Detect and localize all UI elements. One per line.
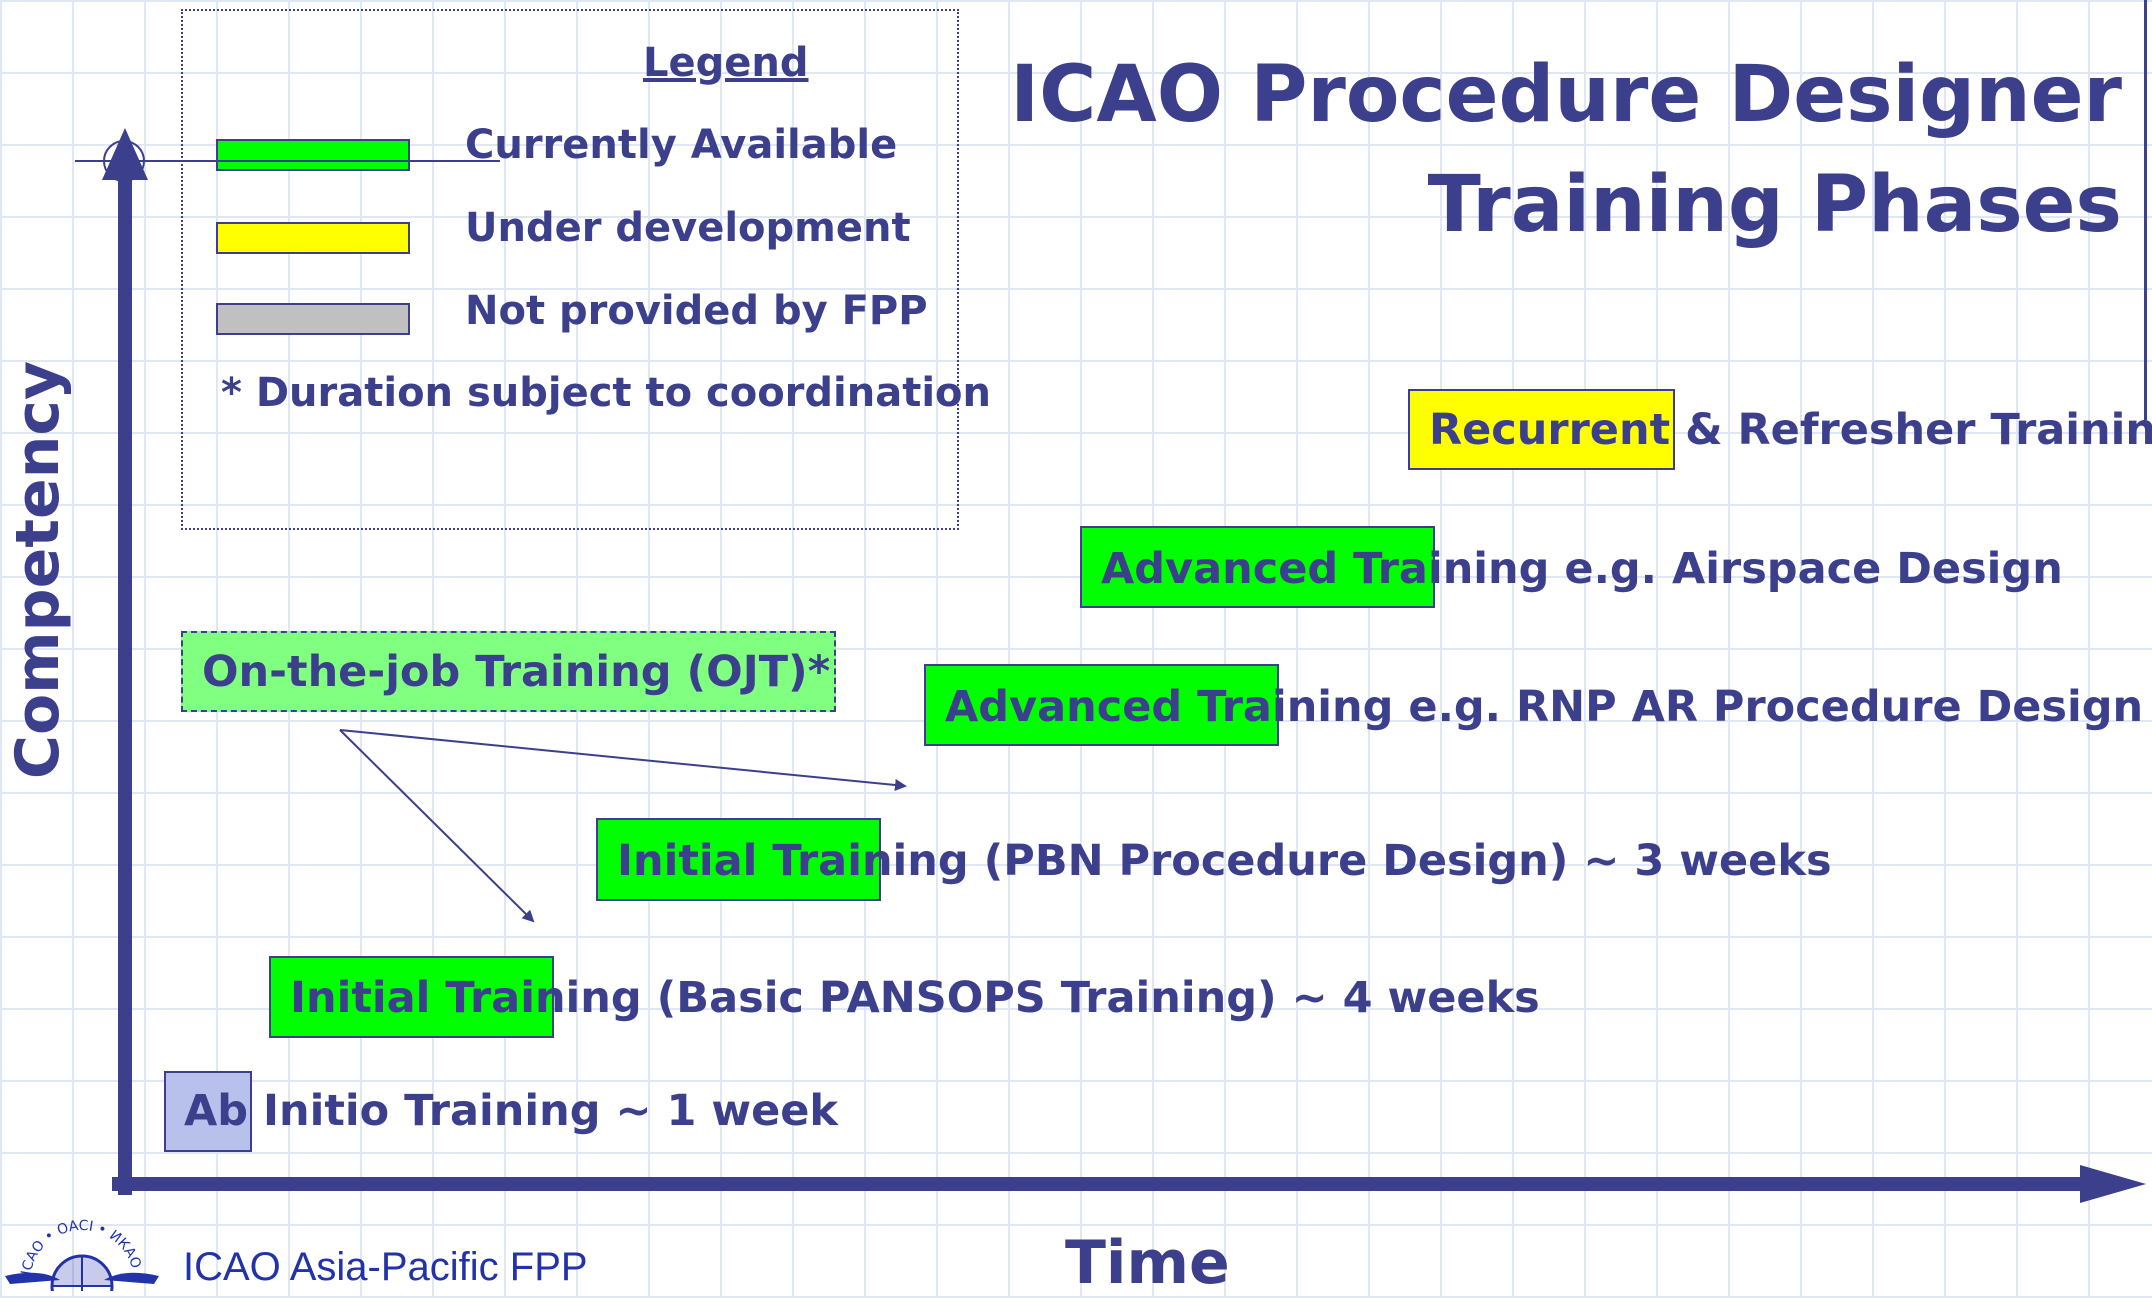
legend-box bbox=[181, 9, 959, 530]
legend-label-under-development: Under development bbox=[465, 205, 911, 251]
legend-swatch-under-development bbox=[216, 222, 410, 254]
x-axis-label: Time bbox=[1065, 1228, 1230, 1298]
phase-box-initial-basic bbox=[269, 956, 554, 1038]
legend-label-available: Currently Available bbox=[465, 122, 898, 168]
ojt-arrow-initial bbox=[339, 729, 535, 923]
legend-note: * Duration subject to coordination bbox=[221, 370, 991, 416]
phase-label-ab-initio: Ab Initio Training ~ 1 week bbox=[184, 1086, 839, 1136]
legend-title: Legend bbox=[643, 40, 809, 86]
page-title: ICAO Procedure Designer Training Phases bbox=[1010, 40, 2122, 260]
y-axis-arrowhead bbox=[102, 128, 148, 180]
phase-label-advanced-airspace: Advanced Training e.g. Airspace Design bbox=[1101, 544, 2063, 594]
legend-label-not-provided: Not provided by FPP bbox=[465, 288, 928, 334]
title-line-2: Training Phases bbox=[1427, 160, 2122, 250]
phase-label-initial-basic: Initial Training (Basic PANSOPS Training… bbox=[290, 973, 1540, 1023]
phase-label-ojt: On-the-job Training (OJT)* bbox=[202, 647, 831, 697]
phase-label-recurrent: Recurrent & Refresher Training bbox=[1429, 405, 2152, 455]
phase-label-initial-pbn: Initial Training (PBN Procedure Design) … bbox=[617, 836, 1832, 886]
x-axis-arrowhead bbox=[2080, 1165, 2146, 1203]
ojt-arrow-advanced bbox=[339, 729, 907, 791]
y-axis-label: Competency bbox=[3, 360, 73, 780]
icao-logo-icon: ICAO • OACI • ИКАО bbox=[5, 1218, 159, 1291]
right-edge-rule bbox=[2144, 0, 2147, 420]
phase-label-advanced-rnp: Advanced Training e.g. RNP AR Procedure … bbox=[945, 682, 2144, 732]
phase-box-ab-initio bbox=[164, 1071, 252, 1152]
phase-box-recurrent bbox=[1408, 389, 1675, 470]
legend-swatch-available bbox=[216, 139, 410, 171]
legend-swatch-not-provided bbox=[216, 303, 410, 335]
footer-org: ICAO Asia-Pacific FPP bbox=[183, 1245, 588, 1289]
phase-box-advanced-airspace bbox=[1080, 526, 1435, 608]
phase-box-ojt bbox=[181, 631, 836, 712]
phase-box-initial-pbn bbox=[596, 818, 881, 901]
title-line-1: ICAO Procedure Designer bbox=[1010, 50, 2122, 140]
phase-box-advanced-rnp bbox=[924, 664, 1279, 746]
